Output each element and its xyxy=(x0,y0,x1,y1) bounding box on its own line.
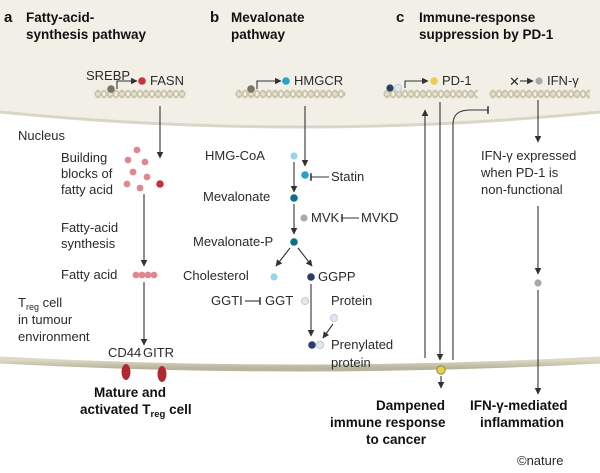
cd44-receptor xyxy=(121,364,131,380)
hmg-coa-label: HMG-CoA xyxy=(205,148,265,163)
fasn-label: FASN xyxy=(150,73,184,88)
panel-a-title-line1: Fatty-acid- xyxy=(26,10,94,25)
ifng-label: IFN-γ xyxy=(547,73,579,88)
srebp-label: SREBP xyxy=(86,68,130,83)
to-ggpp-arrow xyxy=(297,247,313,267)
srebp-molecule xyxy=(107,85,115,93)
protein-dot xyxy=(329,313,338,322)
fa-synthesis-line1: Fatty-acid xyxy=(61,220,118,235)
statin-label: Statin xyxy=(331,169,364,184)
panel-b-title-line2: pathway xyxy=(231,27,286,42)
pd1-inhibits-ifng xyxy=(452,106,489,360)
block-mark: ✕ xyxy=(509,74,520,89)
cell-membrane xyxy=(0,356,600,372)
building-blocks-line2: blocks of xyxy=(61,166,113,181)
cd44-label: CD44 xyxy=(108,345,141,360)
tumour-line2: environment xyxy=(18,329,90,344)
mvk-label: MVK xyxy=(311,210,340,225)
pd1-receptor xyxy=(436,365,446,375)
dampened-line1: Dampened xyxy=(376,398,445,413)
ggti-label: GGTI xyxy=(211,293,243,308)
ggpp-dot xyxy=(307,273,315,281)
protein-label: Protein xyxy=(331,293,372,308)
fasn-molecule xyxy=(138,77,146,85)
fatty-acid-label: Fatty acid xyxy=(61,267,117,282)
prenylated-ggpp-dot xyxy=(308,341,316,349)
hmgcr-regulator-molecule xyxy=(247,85,255,93)
hmgcr-label: HMGCR xyxy=(294,73,343,88)
hmgcr-enzyme-dot xyxy=(301,171,309,179)
mevalonate-p-dot xyxy=(290,238,298,246)
mvk-dot xyxy=(300,214,308,222)
srebp-activation-arrow xyxy=(116,77,138,89)
prenylated-line1: Prenylated xyxy=(331,337,393,352)
ifng-secreted-dot xyxy=(534,279,542,287)
panel-c-title-line1: Immune-response xyxy=(419,10,536,25)
prenylated-line2: protein xyxy=(331,355,371,370)
hmg-coa-dot xyxy=(290,152,298,160)
pd1-molecule xyxy=(430,77,438,85)
cholesterol-label: Cholesterol xyxy=(183,268,249,283)
ggpp-label: GGPP xyxy=(318,269,356,284)
mature-line1: Mature and xyxy=(94,385,166,400)
cholesterol-dot xyxy=(270,273,278,281)
ifng-expressed-line2: when PD-1 is xyxy=(480,165,559,180)
nature-credit: ©nature xyxy=(517,453,563,468)
ggt-dot xyxy=(300,296,309,305)
pd1-regulator-light xyxy=(393,84,402,93)
ifng-mediated-line1: IFN-γ-mediated xyxy=(470,398,568,413)
treg-label: Treg cell xyxy=(18,295,62,312)
to-cholesterol-arrow xyxy=(275,247,291,267)
dampened-line2: immune response xyxy=(330,415,446,430)
mature-line2: activated Treg cell xyxy=(80,402,192,420)
panel-a-letter: a xyxy=(4,9,13,26)
fasn-enzyme-dot xyxy=(156,180,164,188)
mevalonate-p-label: Mevalonate-P xyxy=(193,234,273,249)
gitr-receptor xyxy=(157,366,167,382)
ifng-mediated-line2: inflammation xyxy=(480,415,564,430)
panel-c-letter: c xyxy=(396,9,404,26)
fa-synthesis-line2: synthesis xyxy=(61,236,116,251)
dampened-line3: to cancer xyxy=(366,432,427,447)
ifng-expressed-line3: non-functional xyxy=(481,182,563,197)
building-blocks-line3: fatty acid xyxy=(61,182,113,197)
hmgcr-molecule xyxy=(282,77,290,85)
hmgcr-activation-arrow xyxy=(256,77,282,89)
mvkd-label: MVKD xyxy=(361,210,399,225)
pd1-label: PD-1 xyxy=(442,73,472,88)
pd1-regulator-dark xyxy=(386,84,394,92)
panel-b-title-line1: Mevalonate xyxy=(231,10,305,25)
nucleus-label: Nucleus xyxy=(18,128,65,143)
building-block-dots xyxy=(123,146,164,192)
mevalonate-dot xyxy=(290,194,298,202)
tumour-line1: in tumour xyxy=(18,312,73,327)
dna-strand-a xyxy=(94,89,186,99)
gitr-label: GITR xyxy=(143,345,174,360)
ifng-expressed-line1: IFN-γ expressed xyxy=(481,148,576,163)
protein-to-prenylated-arrow xyxy=(322,323,334,339)
nucleus-envelope xyxy=(0,110,600,129)
panel-c-title-line2: suppression by PD-1 xyxy=(419,27,554,42)
panel-a-title-line2: synthesis pathway xyxy=(26,27,147,42)
ifng-molecule xyxy=(535,77,543,85)
building-blocks-line1: Building xyxy=(61,150,107,165)
panel-b-letter: b xyxy=(210,9,219,26)
ggt-label: GGT xyxy=(265,293,293,308)
fatty-acid-chain xyxy=(132,271,158,279)
pd1-activation-arrow xyxy=(404,77,429,88)
mevalonate-label: Mevalonate xyxy=(203,189,270,204)
dna-strand-d xyxy=(489,89,591,99)
dna-strand-b xyxy=(235,89,346,99)
prenylated-protein-dot xyxy=(315,340,325,350)
